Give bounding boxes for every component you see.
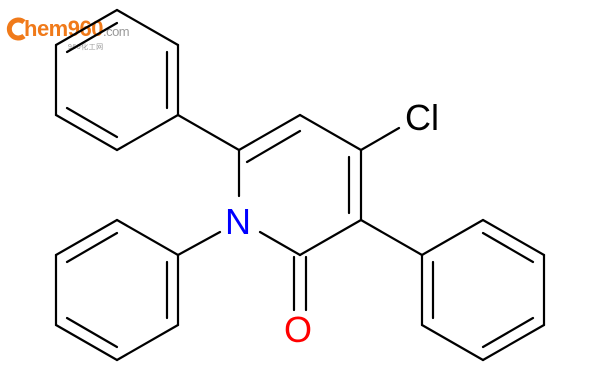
bond-c3-phenyl bbox=[359, 218, 424, 257]
atom-nitrogen: N bbox=[225, 201, 251, 242]
carbonyl-bond bbox=[292, 255, 308, 312]
bond-c4-cl bbox=[359, 126, 401, 152]
logo-c-icon bbox=[6, 17, 26, 41]
top-phenyl-ring bbox=[54, 8, 180, 152]
bond-n-phenyl bbox=[176, 230, 222, 257]
pyridinone-ring bbox=[237, 113, 363, 257]
atom-oxygen: O bbox=[284, 309, 312, 350]
bond-c6-phenyl bbox=[176, 113, 241, 152]
atom-chlorine: Cl bbox=[405, 97, 439, 138]
n-phenyl-ring bbox=[54, 218, 180, 362]
logo-subtitle: 960化工网 bbox=[68, 44, 104, 51]
c3-phenyl-ring bbox=[420, 218, 546, 362]
